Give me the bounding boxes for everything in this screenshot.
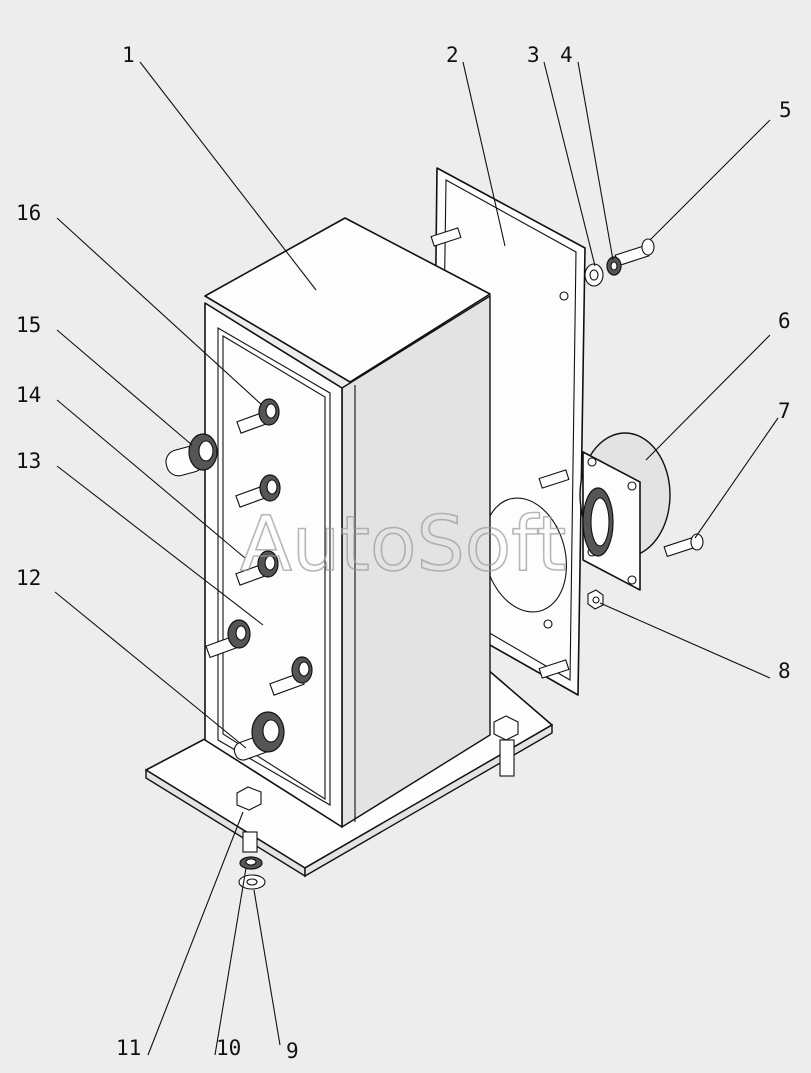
callout-14: 14: [16, 383, 41, 407]
leader-14: [56, 399, 246, 559]
callout-6: 6: [778, 309, 791, 333]
callout-9: 9: [286, 1039, 299, 1063]
callout-16: 16: [16, 201, 41, 225]
callout-1: 1: [122, 43, 135, 67]
bolt-11: [236, 786, 262, 853]
leader-16: [56, 217, 263, 406]
connector: [269, 656, 313, 696]
plate-stud: [430, 227, 462, 247]
leader-15: [56, 329, 193, 446]
callout-8: 8: [778, 659, 791, 683]
leader-1: [139, 61, 317, 291]
motor-unit: [579, 432, 671, 591]
leader-6: [645, 334, 771, 461]
leader-11: [147, 811, 244, 1056]
leader-5: [649, 119, 771, 241]
callout-11: 11: [116, 1036, 141, 1060]
callout-12: 12: [16, 566, 41, 590]
washer-3: [584, 263, 604, 287]
callout-4: 4: [560, 43, 573, 67]
side-connector-15: [165, 433, 218, 477]
leader-7: [694, 417, 779, 539]
leader-8: [599, 602, 771, 679]
callout-10: 10: [216, 1036, 241, 1060]
connector: [235, 474, 281, 508]
screw-5: [614, 238, 655, 267]
leader-9: [253, 889, 281, 1046]
callout-7: 7: [778, 399, 791, 423]
callout-5: 5: [779, 98, 792, 122]
washer-10: [239, 856, 263, 870]
callout-3: 3: [527, 43, 540, 67]
callout-13: 13: [16, 449, 41, 473]
callout-2: 2: [446, 43, 459, 67]
leader-4: [577, 61, 614, 261]
washer-4: [606, 256, 622, 276]
screw-7: [663, 533, 704, 558]
plate-stud: [538, 659, 570, 679]
leader-3: [543, 61, 596, 267]
leader-10: [214, 867, 247, 1056]
plate-stud: [538, 469, 570, 489]
connector-13: [205, 619, 251, 659]
connector-14: [235, 550, 279, 586]
leader-lines: [54, 61, 779, 1056]
leader-2: [462, 61, 506, 247]
connector-12: [233, 711, 285, 761]
connector-16: [236, 398, 280, 434]
main-housing: [204, 217, 491, 829]
leader-12: [54, 591, 247, 749]
callout-labels: 1 2 3 4 5 6 7 8 9 10 11 12 13 14 15 16: [16, 43, 792, 1063]
washer-9: [238, 874, 266, 890]
callout-15: 15: [16, 313, 41, 337]
watermark-text: AutoSoft: [240, 499, 566, 588]
leader-13: [56, 465, 264, 626]
nut-8: [587, 589, 604, 610]
